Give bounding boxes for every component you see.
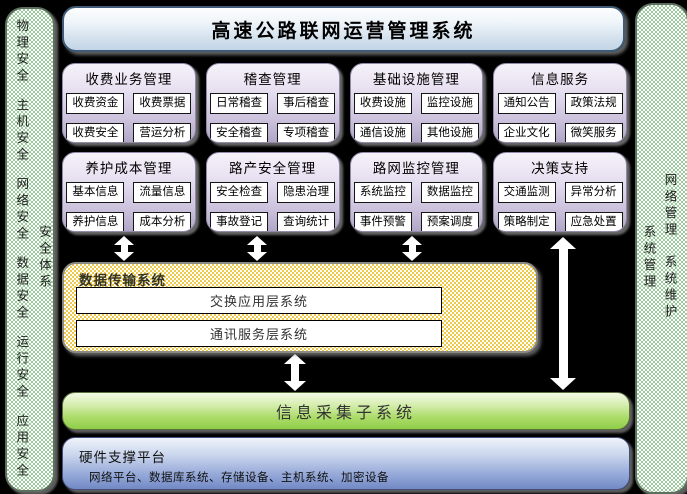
double-arrow-connector <box>402 236 422 261</box>
management-sidebar: 网络管理 系统管理 系统维护 <box>635 3 687 494</box>
modules-row-1: 收费业务管理 收费资金 收费票据 收费安全 营运分析 稽查管理 日常稽查 事后稽… <box>62 63 627 143</box>
module-item: 基本信息 <box>66 182 125 203</box>
module-item: 养护信息 <box>66 212 125 231</box>
module-grid: 安全检查 隐患治理 事故登记 查询统计 <box>207 182 339 231</box>
module-item: 事故登记 <box>210 212 269 231</box>
double-arrow-decision-to-collection <box>550 237 576 390</box>
module-item: 成本分析 <box>133 212 192 231</box>
module-item: 交通监测 <box>497 182 556 203</box>
module-title: 养护成本管理 <box>85 161 173 176</box>
module-item: 收费资金 <box>66 93 125 114</box>
module-item: 流量信息 <box>133 182 192 203</box>
system-title: 高速公路联网运营管理系统 <box>211 20 476 42</box>
module-item: 通信设施 <box>353 123 412 142</box>
transport-title: 数据传输系统 <box>79 273 166 288</box>
module-grid: 日常稽查 事后稽查 安全稽查 专项稽查 <box>207 93 339 142</box>
module-item: 监控设施 <box>420 93 479 114</box>
module-box: 收费业务管理 收费资金 收费票据 收费安全 营运分析 <box>62 63 196 143</box>
system-maintenance-label: 系统维护 <box>662 255 677 321</box>
module-item: 营运分析 <box>133 123 192 142</box>
security-item-label: 应用安全 <box>14 414 29 480</box>
security-items-column: 物理安全主机安全网络安全数据安全运行安全应用安全 <box>11 9 31 490</box>
modules-row-2: 养护成本管理 基本信息 流量信息 养护信息 成本分析 路产安全管理 安全检查 隐… <box>62 152 627 232</box>
module-item: 事件预警 <box>353 212 412 231</box>
module-item: 事后稽查 <box>277 93 336 114</box>
module-box: 路网监控管理 系统监控 数据监控 事件预警 预案调度 <box>349 152 484 232</box>
module-item: 安全稽查 <box>210 123 269 142</box>
module-title: 收费业务管理 <box>85 72 173 87</box>
module-item: 专项稽查 <box>277 123 336 142</box>
security-item-label: 运行安全 <box>14 335 29 401</box>
module-item: 政策法规 <box>564 93 623 114</box>
module-item: 日常稽查 <box>210 93 269 114</box>
module-item: 预案调度 <box>420 212 479 231</box>
module-title: 信息服务 <box>531 72 590 87</box>
module-item: 收费设施 <box>353 93 412 114</box>
module-box: 信息服务 通知公告 政策法规 企业文化 微笑服务 <box>493 63 627 143</box>
info-collection-title: 信息采集子系统 <box>275 405 416 422</box>
module-item: 收费安全 <box>66 123 125 142</box>
module-title: 稽查管理 <box>243 72 302 87</box>
module-box: 路产安全管理 安全检查 隐患治理 事故登记 查询统计 <box>205 152 340 232</box>
security-sidebar: 物理安全主机安全网络安全数据安全运行安全应用安全 安全体系 <box>5 7 55 492</box>
security-system-label: 安全体系 <box>37 225 51 291</box>
module-item: 查询统计 <box>277 212 336 231</box>
security-item-label: 数据安全 <box>14 256 29 322</box>
module-item: 其他设施 <box>420 123 479 142</box>
module-grid: 收费设施 监控设施 通信设施 其他设施 <box>351 93 483 142</box>
system-management-label: 系统管理 <box>641 225 656 291</box>
data-transport-box: 数据传输系统 交换应用层系统 通讯服务层系统 <box>62 262 538 353</box>
hardware-platform-bar: 硬件支撑平台 网络平台、数据库系统、存储设备、主机系统、加密设备 <box>62 437 630 490</box>
module-grid: 通知公告 政策法规 企业文化 微笑服务 <box>494 93 626 142</box>
module-item: 系统监控 <box>353 182 412 203</box>
module-grid: 交通监测 异常分析 策略制定 应急处置 <box>494 182 626 231</box>
module-grid: 收费资金 收费票据 收费安全 营运分析 <box>63 93 195 142</box>
module-item: 安全检查 <box>210 182 269 203</box>
module-item: 微笑服务 <box>564 123 623 142</box>
communication-service-layer: 通讯服务层系统 <box>76 320 442 347</box>
hardware-title: 硬件支撑平台 <box>79 450 166 465</box>
module-item: 隐患治理 <box>277 182 336 203</box>
module-box: 基础设施管理 收费设施 监控设施 通信设施 其他设施 <box>349 63 484 143</box>
module-title: 决策支持 <box>531 161 590 176</box>
module-grid: 系统监控 数据监控 事件预警 预案调度 <box>351 182 483 231</box>
exchange-application-layer: 交换应用层系统 <box>76 287 442 314</box>
network-management-label: 网络管理 <box>662 173 677 239</box>
module-box: 决策支持 交通监测 异常分析 策略制定 应急处置 <box>493 152 627 232</box>
module-title: 路产安全管理 <box>229 161 317 176</box>
module-grid: 基本信息 流量信息 养护信息 成本分析 <box>63 182 195 231</box>
module-item: 策略制定 <box>497 212 556 231</box>
module-title: 基础设施管理 <box>372 72 460 87</box>
hardware-subtitle: 网络平台、数据库系统、存储设备、主机系统、加密设备 <box>89 472 389 484</box>
security-item-label: 物理安全 <box>14 19 29 85</box>
security-item-label: 网络安全 <box>14 177 29 243</box>
module-item: 数据监控 <box>420 182 479 203</box>
module-title: 路网监控管理 <box>372 161 460 176</box>
module-item: 应急处置 <box>564 212 623 231</box>
module-box: 稽查管理 日常稽查 事后稽查 安全稽查 专项稽查 <box>205 63 340 143</box>
security-item-label: 主机安全 <box>14 98 29 164</box>
system-title-banner: 高速公路联网运营管理系统 <box>62 6 625 52</box>
double-arrow-transport-to-collection <box>284 354 306 391</box>
module-item: 异常分析 <box>564 182 623 203</box>
module-item: 通知公告 <box>497 93 556 114</box>
module-item: 收费票据 <box>133 93 192 114</box>
info-collection-bar: 信息采集子系统 <box>62 392 630 430</box>
double-arrow-connector <box>114 236 134 261</box>
module-item: 企业文化 <box>497 123 556 142</box>
module-box: 养护成本管理 基本信息 流量信息 养护信息 成本分析 <box>62 152 196 232</box>
double-arrow-connector <box>247 236 267 261</box>
